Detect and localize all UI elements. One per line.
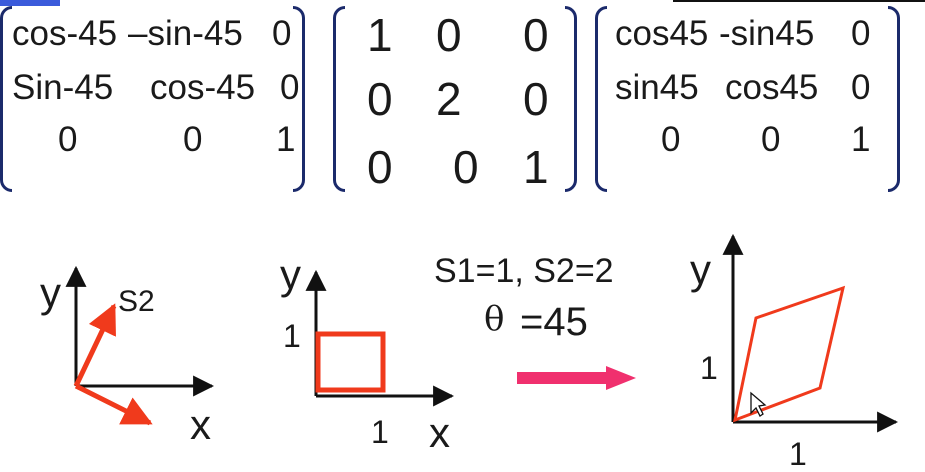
theta-value: =45 bbox=[520, 300, 588, 344]
diagram1-x-label: x bbox=[190, 401, 211, 448]
matrix-cell: cos45 bbox=[725, 68, 819, 107]
diagram1-vector-label: S2 bbox=[118, 285, 155, 318]
matrix-cell: cos-45 bbox=[12, 14, 118, 53]
matrix-cell: -sin45 bbox=[719, 14, 815, 53]
diagram3-tick-y: 1 bbox=[700, 350, 718, 386]
matrix-cell: 0 bbox=[367, 73, 393, 125]
diagram2-tick-y: 1 bbox=[283, 318, 301, 354]
matrix-cell: 2 bbox=[436, 73, 462, 125]
diagram3-y-label: y bbox=[690, 246, 711, 293]
matrix-cell: 0 bbox=[523, 9, 549, 61]
matrix-bracket-left bbox=[0, 6, 12, 192]
matrix-cell: 0 bbox=[661, 120, 681, 159]
matrix-cell: 1 bbox=[851, 120, 871, 159]
diagram1-vectors bbox=[73, 303, 153, 426]
diagram1-y-label: y bbox=[40, 269, 61, 316]
matrix-cell: sin45 bbox=[615, 68, 699, 107]
matrix-cell: 1 bbox=[276, 120, 296, 159]
header-rule bbox=[673, 0, 925, 2]
matrix-bracket-left bbox=[595, 6, 607, 192]
matrix-cell: 0 bbox=[367, 141, 393, 193]
diagram3-tick-x: 1 bbox=[789, 436, 807, 472]
matrix-cell: 0 bbox=[272, 14, 292, 53]
matrix-cell: –sin-45 bbox=[128, 14, 243, 53]
diagrams-canvas bbox=[65, 233, 899, 433]
matrix-scale: 1 0 0 0 2 0 0 0 1 bbox=[333, 6, 577, 194]
matrix-cell: Sin-45 bbox=[12, 68, 114, 107]
matrix-cell: 1 bbox=[367, 9, 393, 61]
diagram1-axes bbox=[65, 265, 215, 397]
matrix-cell: 0 bbox=[851, 68, 871, 107]
matrix-rotate-45: cos45 -sin45 0 sin45 cos45 0 0 0 1 bbox=[595, 6, 900, 194]
slide-corner-tab bbox=[0, 0, 60, 6]
matrix-cell: 1 bbox=[523, 141, 549, 193]
matrix-cell: 0 bbox=[851, 14, 871, 53]
diagram2-tick-x: 1 bbox=[371, 414, 389, 450]
vector-s2 bbox=[73, 303, 117, 388]
matrix-cell: 0 bbox=[436, 9, 462, 61]
matrix-cell: cos-45 bbox=[150, 68, 256, 107]
matrix-cell: 0 bbox=[183, 120, 203, 159]
vector-s1 bbox=[74, 383, 153, 426]
mouse-cursor-icon bbox=[750, 391, 767, 417]
matrix-cell: 0 bbox=[453, 141, 479, 193]
matrix-cell: 0 bbox=[523, 73, 549, 125]
diagram2-x-label: x bbox=[429, 409, 450, 456]
matrix-bracket-left bbox=[333, 6, 345, 192]
unit-square bbox=[315, 331, 386, 393]
transformed-parallelogram bbox=[732, 285, 846, 423]
transform-arrow-icon bbox=[517, 366, 636, 390]
matrix-cell: 0 bbox=[761, 120, 781, 159]
matrix-cell: cos45 bbox=[615, 14, 709, 53]
matrix-rotate-neg45: cos-45 –sin-45 0 Sin-45 cos-45 0 0 0 1 bbox=[0, 6, 305, 194]
diagram3-axes bbox=[722, 233, 899, 433]
scale-parameters: S1=1, S2=2 bbox=[434, 252, 614, 290]
diagram2-y-label: y bbox=[280, 251, 301, 298]
matrix-cell: 0 bbox=[280, 68, 300, 107]
matrix-cell: 0 bbox=[58, 120, 78, 159]
theta-symbol: θ bbox=[484, 299, 505, 339]
